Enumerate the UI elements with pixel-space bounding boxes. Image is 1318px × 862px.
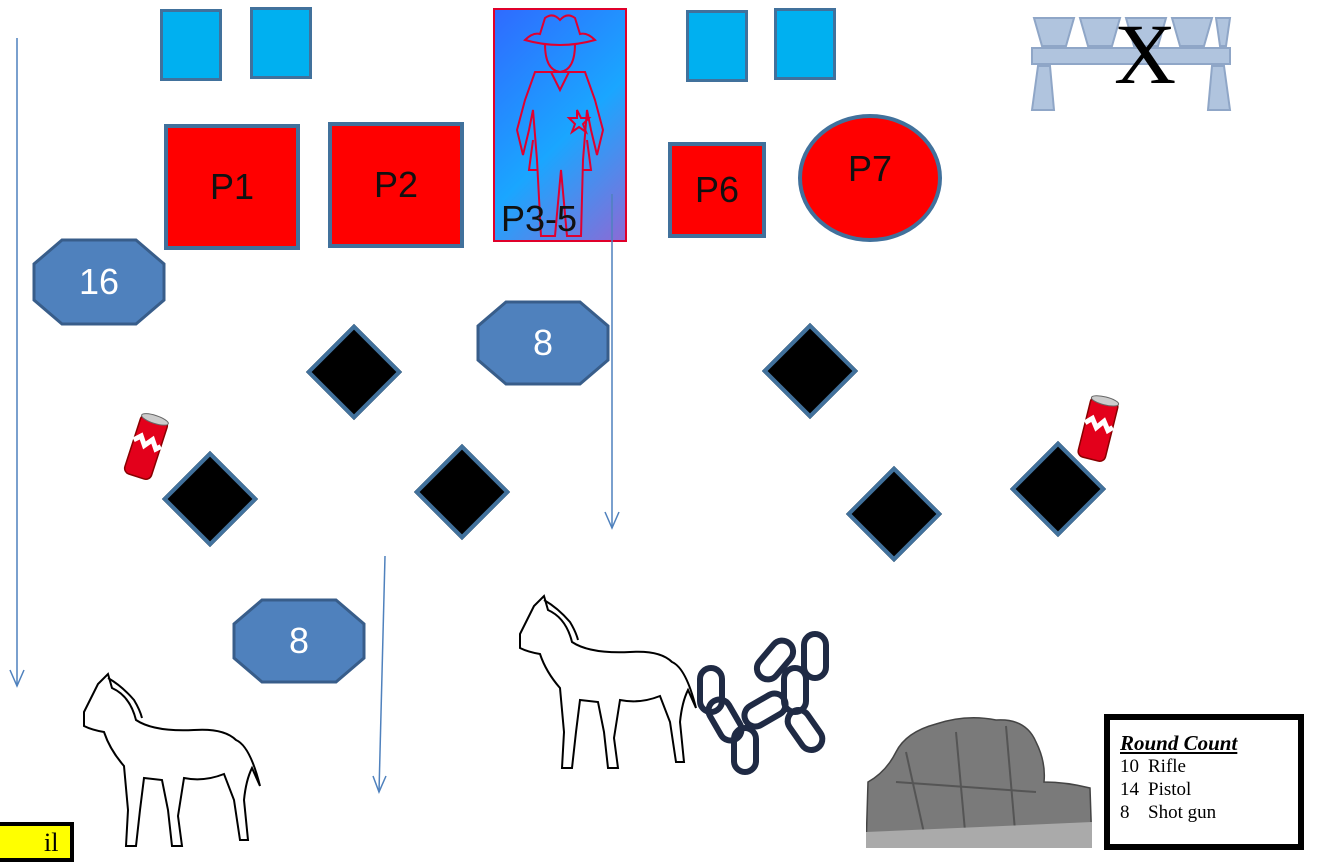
legend-title: Round Count (1120, 731, 1238, 755)
count-octagon-16-label: 16 (78, 261, 120, 302)
legend-weapon: Rifle (1148, 756, 1186, 777)
position-p1-label: P1 (209, 166, 255, 207)
soda-can-right-icon (1077, 395, 1120, 462)
position-p2-label: P2 (373, 164, 419, 205)
count-octagon-16: 16 (32, 238, 166, 326)
position-p7-label: P7 (847, 148, 893, 189)
position-p6-label: P6 (694, 169, 740, 210)
rock-formation-icon (866, 717, 1092, 848)
horse-left-icon (83, 672, 261, 847)
diamond-target-2 (161, 450, 259, 548)
legend-row: 10 Rifle (1120, 755, 1292, 778)
position-p3-5-label: P3-5 (501, 198, 578, 239)
start-note-text: il (44, 828, 59, 857)
count-octagon-8-center-label: 8 (532, 322, 554, 363)
start-note: il (0, 822, 74, 862)
count-octagon-8-lower: 8 (232, 598, 366, 684)
chain-icon (697, 631, 829, 775)
diamond-target-1 (305, 323, 403, 421)
position-p3-5-cowboy-panel: P3-5 (493, 8, 627, 242)
legend-weapon: Shot gun (1148, 802, 1217, 823)
legend-count: 14 (1120, 779, 1139, 800)
arrow-left (9, 38, 25, 688)
position-p1: P1 (164, 124, 300, 250)
position-p2: P2 (328, 122, 464, 248)
diamond-target-4 (761, 322, 859, 420)
count-octagon-8-center: 8 (476, 300, 610, 386)
horse-center-icon (519, 594, 697, 769)
legend-row: 14 Pistol (1120, 778, 1292, 801)
position-p7: P7 (798, 114, 942, 242)
count-octagon-8-lower-label: 8 (288, 620, 310, 661)
table-icon (1030, 17, 1232, 111)
diamond-target-3 (413, 443, 511, 541)
blue-target-3 (686, 10, 748, 82)
soda-can-left-icon (123, 413, 169, 480)
table-marker: X (1030, 6, 1234, 114)
legend-count: 8 (1120, 802, 1130, 823)
position-p6: P6 (668, 142, 766, 238)
diamond-target-5 (845, 465, 943, 563)
blue-target-4 (774, 8, 836, 80)
blue-target-2 (250, 7, 312, 79)
round-count-legend: Round Count 10 Rifle 14 Pistol 8 Shot gun (1104, 714, 1304, 850)
cowboy-icon (515, 14, 605, 237)
legend-row: 8 Shot gun (1120, 801, 1292, 824)
legend-count: 10 (1120, 756, 1139, 777)
blue-target-1 (160, 9, 222, 81)
legend-weapon: Pistol (1148, 779, 1192, 800)
table-x-mark: X (1114, 6, 1177, 102)
arrow-lower (372, 555, 387, 794)
